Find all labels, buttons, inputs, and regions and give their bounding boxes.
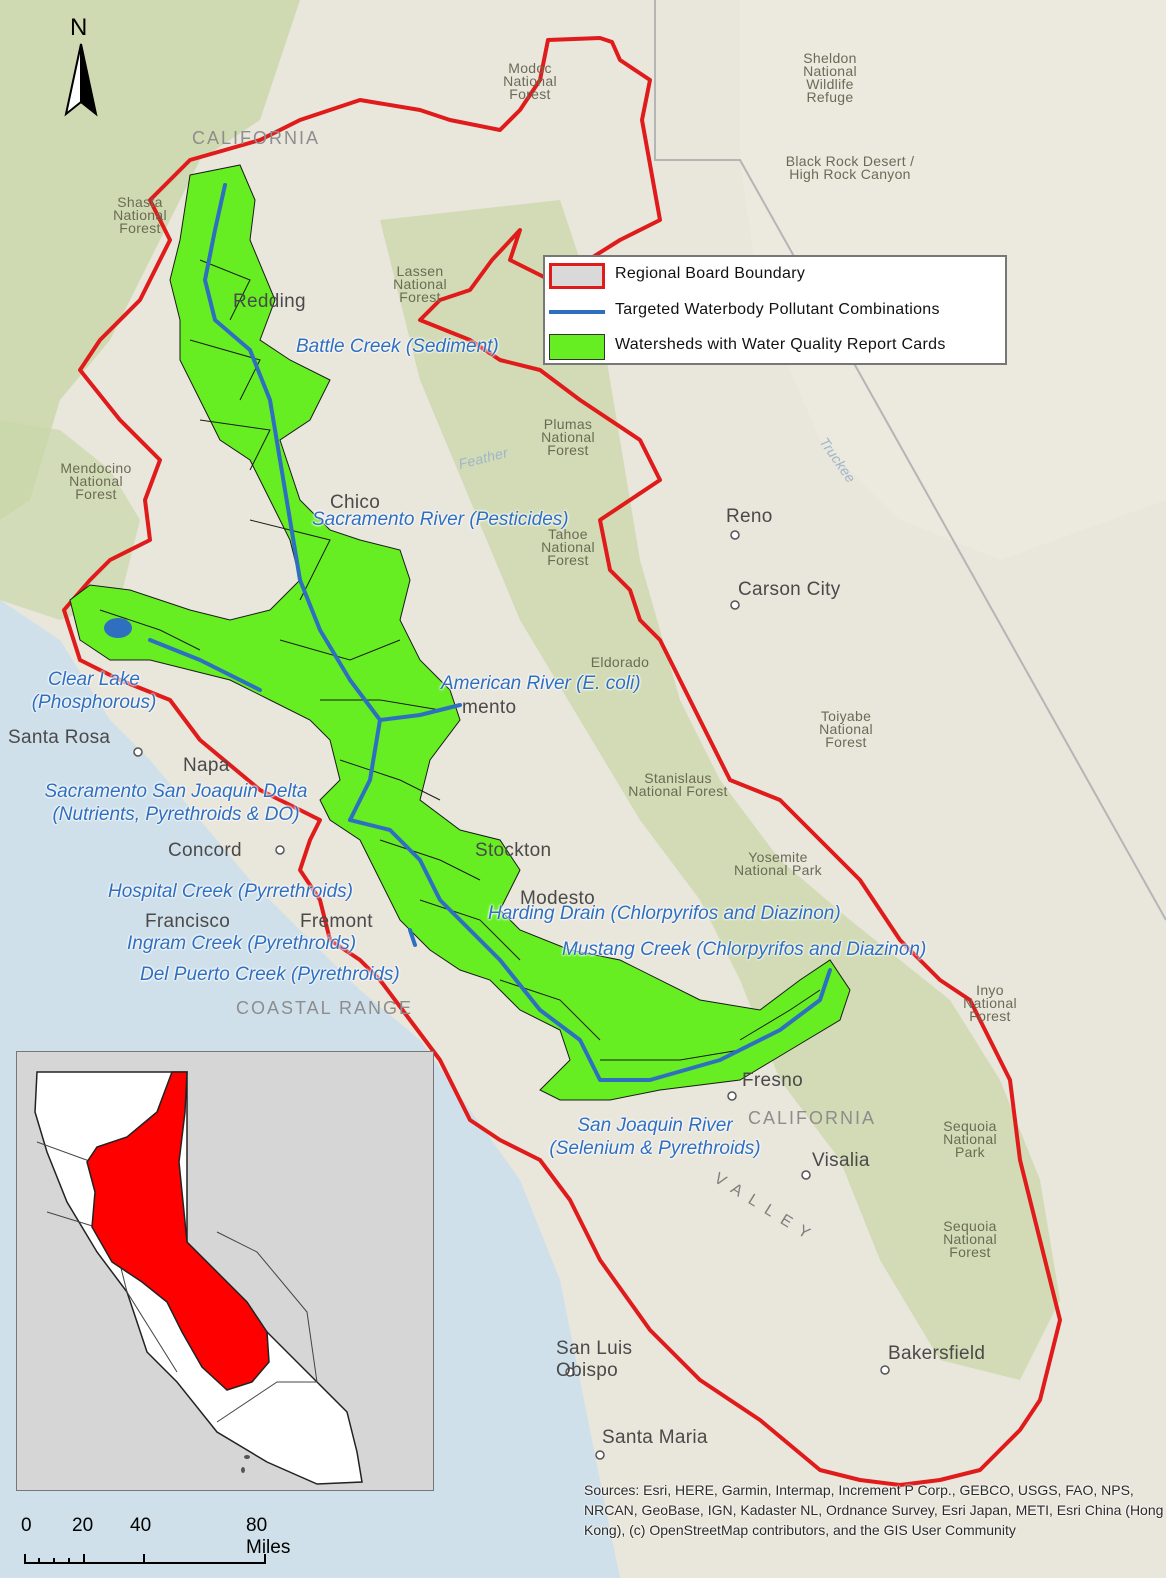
label-carson-city: Carson City xyxy=(738,579,841,600)
label-chico: Chico xyxy=(330,492,381,513)
label-delta-line1: Sacramento San Joaquin Delta xyxy=(44,781,308,802)
label-clear-lake-line2: (Phosphorous) xyxy=(31,692,157,713)
label-tahoe-nf: Tahoe National Forest xyxy=(541,526,595,568)
label-sequoia-nf: Sequoia National Forest xyxy=(943,1218,997,1260)
label-sacramento-river: Sacramento River (Pesticides) xyxy=(312,509,569,530)
label-francisco: Francisco xyxy=(145,911,231,932)
legend-item-waterbody: Targeted Waterbody Pollutant Combination… xyxy=(549,295,999,327)
label-coastal-range: COASTAL RANGE xyxy=(236,998,414,1018)
label-clear-lake-line1: Clear Lake xyxy=(48,669,140,690)
label-hospital-creek: Hospital Creek (Pyrrethroids) xyxy=(108,881,353,902)
label-santa-maria: Santa Maria xyxy=(602,1427,708,1448)
label-sequoia-np: Sequoia National Park xyxy=(943,1118,997,1160)
label-american-river: American River (E. coli) xyxy=(441,673,641,694)
label-delta: Sacramento San Joaquin Delta (Nutrients,… xyxy=(16,780,336,826)
label-fremont: Fremont xyxy=(300,911,373,932)
label-black-rock: Black Rock Desert / High Rock Canyon xyxy=(785,153,915,182)
legend-swatch-boundary xyxy=(549,263,605,289)
inset-california xyxy=(34,1071,363,1485)
label-yosemite-np: Yosemite National Park xyxy=(734,849,822,878)
state-border xyxy=(654,0,1166,921)
attribution: Sources: Esri, HERE, Garmin, Intermap, I… xyxy=(584,1482,1164,1538)
north-arrow-label: N xyxy=(70,14,88,41)
label-battle-creek: Battle Creek (Sediment) xyxy=(296,336,499,357)
label-obispo: Obispo xyxy=(556,1360,619,1381)
watershed-divisions xyxy=(99,259,821,1061)
city-markers xyxy=(133,530,890,1460)
scale-tick-40: 40 xyxy=(130,1515,152,1536)
label-san-joaquin-river: San Joaquin River (Selenium & Pyrethroid… xyxy=(520,1114,790,1160)
scale-tick-0: 0 xyxy=(21,1515,32,1536)
label-concord: Concord xyxy=(168,840,242,861)
legend-label-watersheds: Watersheds with Water Quality Report Car… xyxy=(615,336,946,353)
label-plumas-nf: Plumas National Forest xyxy=(541,416,595,458)
label-california: CALIFORNIA xyxy=(192,128,321,148)
label-modesto: Modesto xyxy=(520,888,595,909)
label-redding: Redding xyxy=(233,291,306,312)
forest-area xyxy=(0,420,140,620)
label-napa: Napa xyxy=(183,755,230,776)
scale-line xyxy=(24,1554,266,1564)
label-lassen-nf: Lassen National Forest xyxy=(393,263,447,305)
legend-swatch-waterbody xyxy=(549,310,605,314)
label-fresno: Fresno xyxy=(742,1070,803,1091)
label-bakersfield: Bakersfield xyxy=(888,1343,986,1364)
north-arrow-icon xyxy=(64,43,98,117)
legend-item-boundary: Regional Board Boundary xyxy=(549,259,999,291)
label-shasta-nf: Shasta National Forest xyxy=(113,194,167,236)
label-california-2: CALIFORNIA xyxy=(748,1108,877,1128)
label-eldorado-nf: Eldorado xyxy=(590,654,650,670)
scale-tick-20: 20 xyxy=(72,1515,94,1536)
label-toiyabe-nf: Toiyabe National Forest xyxy=(819,708,873,750)
regional-board-boundary xyxy=(62,36,1062,1487)
forest-area xyxy=(0,0,300,520)
legend-item-watersheds: Watersheds with Water Quality Report Car… xyxy=(549,330,999,362)
watersheds xyxy=(69,164,851,1101)
forest-area xyxy=(380,200,1060,1380)
label-harding-drain: Harding Drain (Chlorpyrifos and Diazinon… xyxy=(488,903,841,924)
legend-label-boundary: Regional Board Boundary xyxy=(615,265,806,282)
label-delta-line2: (Nutrients, Pyrethroids & DO) xyxy=(52,804,300,825)
label-san-joaquin-line1: San Joaquin River xyxy=(577,1115,733,1136)
label-inyo-nf: Inyo National Forest xyxy=(963,982,1017,1024)
label-stanislaus-nf: Stanislaus National Forest xyxy=(628,770,728,799)
label-ingram-creek: Ingram Creek (Pyrethroids) xyxy=(127,933,357,954)
label-santa-rosa: Santa Rosa xyxy=(8,727,111,748)
scale-bar: 0 20 40 80 Miles xyxy=(16,1515,316,1570)
label-sheldon-refuge: Sheldon National Wildlife Refuge xyxy=(803,50,857,105)
legend-swatch-watersheds xyxy=(549,334,605,360)
label-visalia: Visalia xyxy=(812,1150,870,1171)
label-san-luis: San Luis xyxy=(556,1338,633,1359)
clear-lake xyxy=(104,618,132,638)
legend-label-waterbody: Targeted Waterbody Pollutant Combination… xyxy=(615,301,940,318)
label-mendocino-nf: Mendocino National Forest xyxy=(60,460,132,502)
legend: Regional Board Boundary Targeted Waterbo… xyxy=(543,255,1007,365)
label-san-joaquin-line2: (Selenium & Pyrethroids) xyxy=(549,1138,761,1159)
label-clear-lake: Clear Lake (Phosphorous) xyxy=(14,668,174,714)
inset-map xyxy=(16,1051,434,1491)
label-del-puerto-creek: Del Puerto Creek (Pyrethroids) xyxy=(140,964,400,985)
label-sacramento: mento xyxy=(462,697,517,718)
label-reno: Reno xyxy=(726,506,773,527)
inset-islands xyxy=(241,1455,250,1473)
label-modoc-nf: Modoc National Forest xyxy=(503,60,557,102)
label-stockton: Stockton xyxy=(475,840,552,861)
label-mustang-creek: Mustang Creek (Chlorpyrifos and Diazinon… xyxy=(562,939,927,960)
scale-tick-80: 80 Miles xyxy=(246,1515,291,1558)
targeted-waterbodies xyxy=(148,183,832,1082)
inset-region-highlight xyxy=(86,1071,270,1391)
